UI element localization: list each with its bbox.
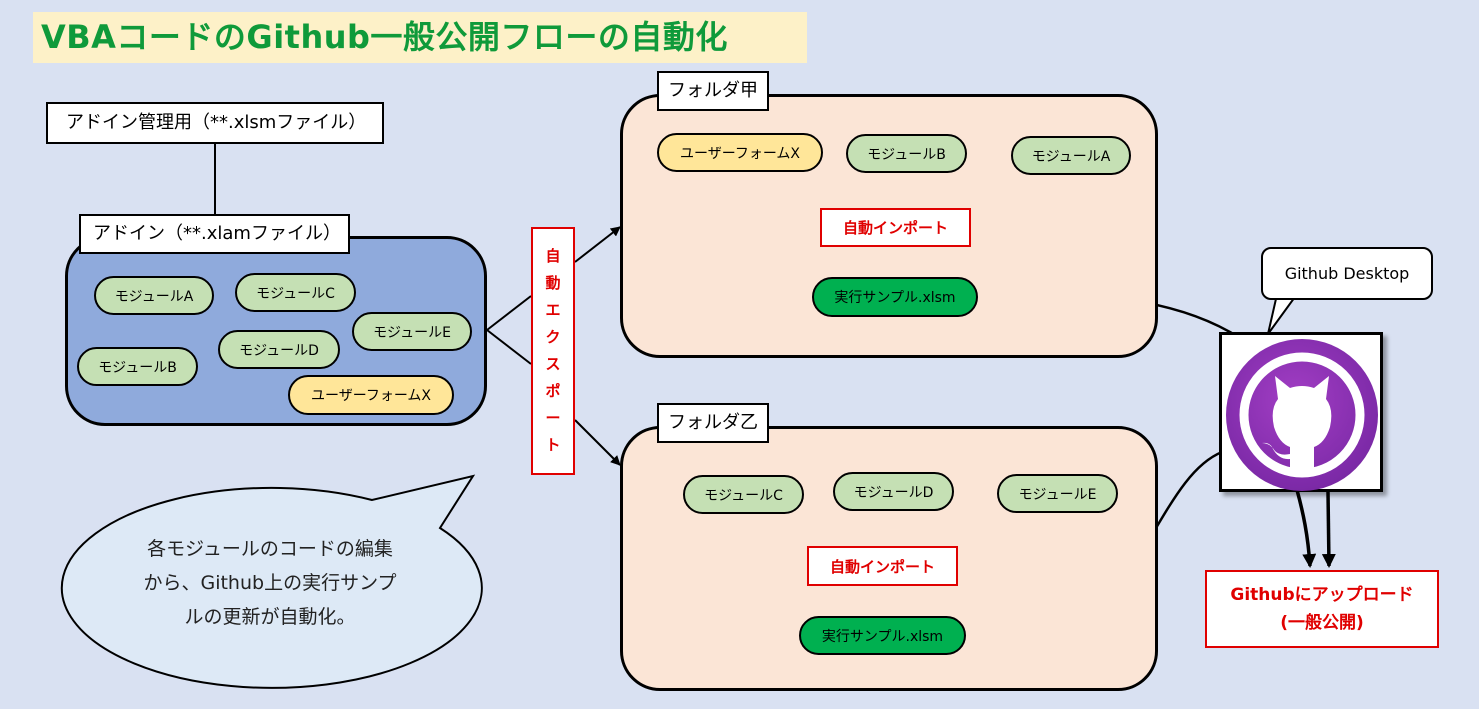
addin-module-c: モジュールC xyxy=(235,273,356,312)
export-char: ー xyxy=(545,409,561,427)
addin-userform-x: ユーザーフォームX xyxy=(288,375,454,415)
export-char: 自 xyxy=(545,247,561,265)
export-char: ト xyxy=(545,436,561,454)
export-char: ク xyxy=(545,328,561,346)
otsu-sample-xlsm: 実行サンプル.xlsm xyxy=(799,616,966,655)
github-octocat-icon xyxy=(1239,352,1365,478)
export-char: 動 xyxy=(545,274,561,292)
callout-text: 各モジュールのコードの編集 から、Github上の実行サンプ ルの更新が自動化。 xyxy=(110,532,430,634)
addin-to-export-down xyxy=(486,329,532,365)
auto-export-box: 自 動 エ ク ス ポ ー ト xyxy=(531,227,575,475)
export-char: ス xyxy=(545,355,561,373)
upload-line-1: Githubにアップロード xyxy=(1230,585,1414,605)
addin-module-b: モジュールB xyxy=(77,347,198,386)
callout-line: ルの更新が自動化。 xyxy=(184,606,356,628)
export-to-folder-kou-arrow xyxy=(574,226,621,263)
addin-module-a: モジュールA xyxy=(94,276,214,315)
folder-kou-label: フォルダ甲 xyxy=(657,71,769,111)
export-char: ポ xyxy=(545,382,561,400)
kou-module-a: モジュールA xyxy=(1011,136,1131,175)
otsu-module-d: モジュールD xyxy=(833,472,954,511)
addin-label: アドイン（**.xlamファイル） xyxy=(79,214,350,254)
github-upload-box: Githubにアップロード (一般公開) xyxy=(1205,570,1439,648)
addin-to-export-up xyxy=(486,295,532,331)
otsu-auto-import-box: 自動インポート xyxy=(807,546,958,586)
github-to-upload-arrow-1 xyxy=(1295,489,1317,568)
addin-module-e: モジュールE xyxy=(352,312,472,351)
addin-module-d: モジュールD xyxy=(218,330,340,369)
callout-line: 各モジュールのコードの編集 xyxy=(147,538,393,560)
export-char: エ xyxy=(545,301,561,319)
github-desktop-note: Github Desktop xyxy=(1261,247,1433,300)
otsu-module-c: モジュールC xyxy=(683,475,804,514)
otsu-module-e: モジュールE xyxy=(997,474,1118,513)
github-desktop-logo xyxy=(1219,332,1383,492)
callout-line: から、Github上の実行サンプ xyxy=(143,572,397,594)
upload-line-2: (一般公開) xyxy=(1280,613,1364,633)
kou-module-b: モジュールB xyxy=(846,134,967,173)
folder-otsu-label: フォルダ乙 xyxy=(657,403,769,443)
export-to-folder-otsu-arrow xyxy=(574,419,621,466)
kou-userform-x: ユーザーフォームX xyxy=(657,133,823,172)
admin-file-box: アドイン管理用（**.xlsmファイル） xyxy=(46,102,384,144)
kou-sample-xlsm: 実行サンプル.xlsm xyxy=(812,277,978,317)
github-to-upload-arrow-2 xyxy=(1321,491,1336,568)
page-title: VBAコードのGithub一般公開フローの自動化 xyxy=(33,12,807,63)
speech-bubble xyxy=(60,474,483,689)
kou-auto-import-box: 自動インポート xyxy=(820,208,971,247)
